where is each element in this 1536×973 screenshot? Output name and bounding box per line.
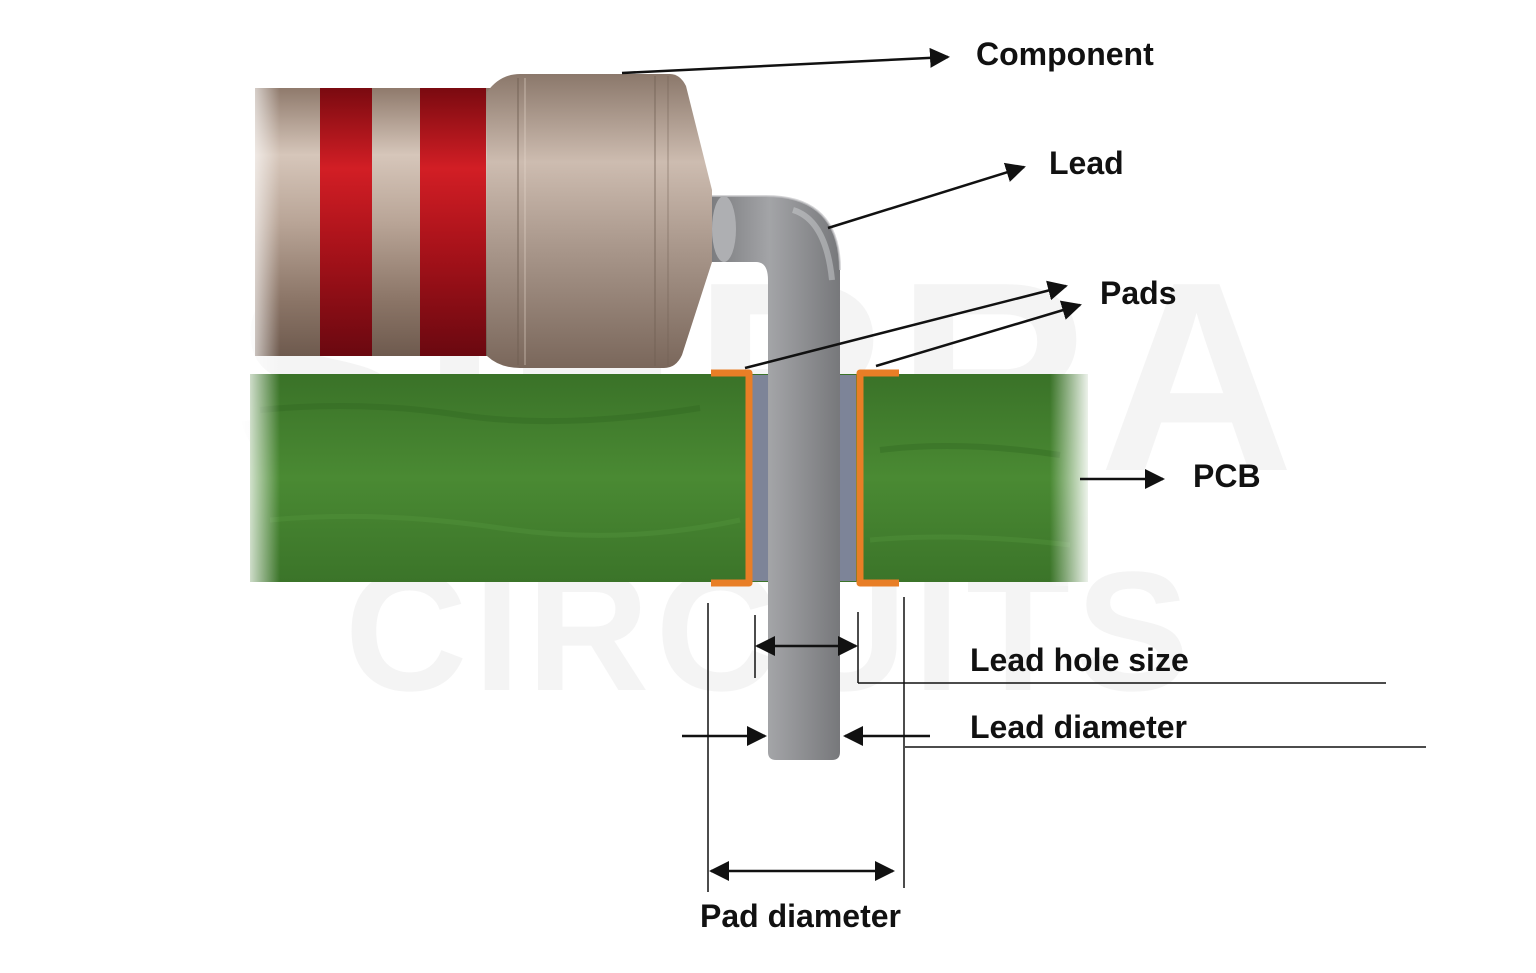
component-body [240,74,712,370]
pad-right [856,369,899,587]
label-lead: Lead [1049,145,1124,181]
label-pcb: PCB [1193,458,1261,494]
label-pad-diameter: Pad diameter [700,898,901,934]
pcb-board [240,370,1092,586]
lead-arrow [827,162,1026,230]
color-band-1 [320,88,372,356]
label-component: Component [976,36,1154,72]
label-pads: Pads [1100,275,1177,311]
pads-arrow-right [875,300,1082,368]
pad-left [711,369,753,587]
component-arrow [621,47,950,75]
color-band-2 [420,88,486,356]
lead-wire [712,195,841,760]
annotations [621,47,1426,892]
pads-arrow-left [744,280,1068,370]
label-lead-hole-size: Lead hole size [970,642,1189,678]
pads [711,369,899,587]
label-lead-diameter: Lead diameter [970,709,1187,745]
